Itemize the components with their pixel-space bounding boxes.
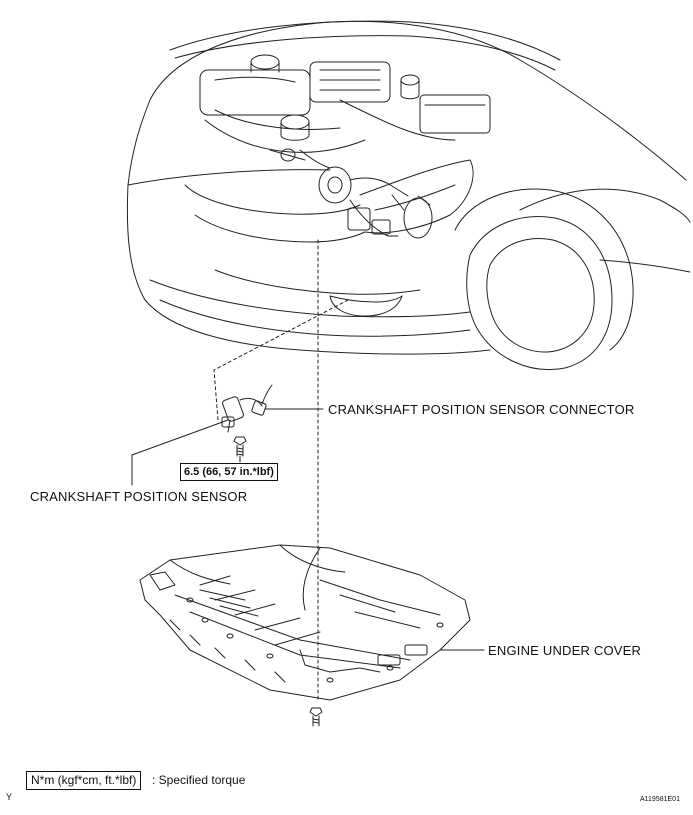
- sensor-callout-line: [131, 419, 229, 486]
- crankshaft-position-sensor-label: CRANKSHAFT POSITION SENSOR: [30, 489, 248, 504]
- dashed-leader-lines: [213, 239, 349, 701]
- torque-legend-description: : Specified torque: [152, 773, 246, 787]
- torque-legend-unit-box: N*m (kgf*cm, ft.*lbf): [26, 771, 142, 790]
- crankshaft-position-sensor-connector-label: CRANKSHAFT POSITION SENSOR CONNECTOR: [328, 402, 635, 417]
- engine-under-cover-label: ENGINE UNDER COVER: [488, 643, 642, 658]
- under-cover-bolt-drawing: [309, 707, 323, 727]
- figure-id: A119581E01: [640, 796, 680, 803]
- vehicle-front-illustration: [126, 20, 691, 371]
- engine-under-cover-drawing: [139, 544, 485, 701]
- sensor-leader-dashed: [213, 299, 349, 421]
- sensor-connector-drawing: [251, 384, 324, 416]
- corner-mark: Y: [6, 792, 13, 802]
- sensor-bolt-drawing: [233, 436, 247, 463]
- sensor-torque-spec: 6.5 (66, 57 in.*lbf): [180, 463, 278, 481]
